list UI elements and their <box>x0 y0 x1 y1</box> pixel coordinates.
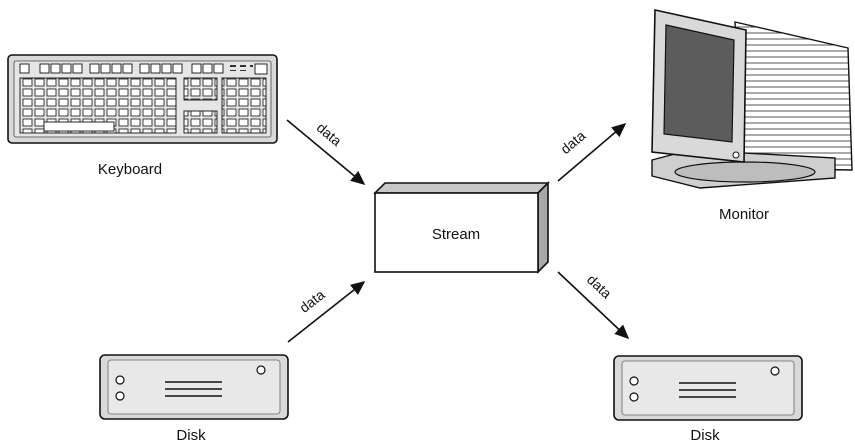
arrow-stream-to-monitor <box>557 122 627 182</box>
arrow-stream-to-disk <box>557 271 630 340</box>
monitor-icon <box>651 9 853 189</box>
disk-right-icon <box>613 355 803 421</box>
stream-label: Stream <box>432 226 480 243</box>
monitor-label: Monitor <box>719 206 769 223</box>
disk-right-label: Disk <box>690 427 720 444</box>
stream-box <box>373 181 550 274</box>
disk-left-icon <box>99 354 289 420</box>
arrow-disk-to-stream <box>287 281 366 343</box>
arrow-keyboard-to-stream <box>286 119 366 186</box>
edge-label-stream-monitor: data <box>557 127 588 157</box>
edge-label-disk-stream: data <box>296 286 327 316</box>
keyboard-label: Keyboard <box>98 161 162 178</box>
edge-label-keyboard-stream: data <box>314 119 345 149</box>
keyboard-icon <box>7 54 278 144</box>
edge-label-stream-disk: data <box>584 271 615 301</box>
disk-left-label: Disk <box>176 427 206 444</box>
